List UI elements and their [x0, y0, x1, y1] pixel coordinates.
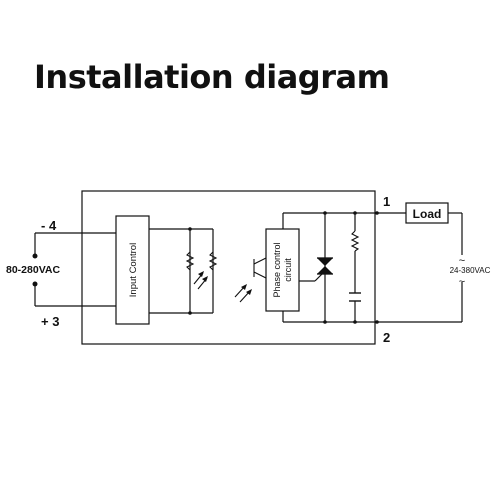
opto-resistor-2-icon [208, 251, 218, 271]
terminal-plus-post [32, 281, 38, 287]
phase-control-label-line1: Phase control [272, 242, 282, 297]
phototransistor-collector [253, 257, 267, 265]
junction-dot [323, 211, 327, 215]
ac-tilde-top: ~ [459, 255, 465, 267]
phototransistor-emitter [253, 271, 267, 279]
ac-tilde-bottom: ~ [459, 276, 465, 288]
load-label: Load [413, 207, 442, 221]
opto-arrow-1-head [198, 271, 204, 277]
output-voltage-label: 24-380VAC [450, 266, 491, 275]
junction-dot [188, 311, 192, 315]
junction-dot [375, 320, 379, 324]
phase-control-label-line2: circuit [283, 258, 293, 282]
input-control-label: Input Control [128, 243, 139, 297]
triac-icon [317, 257, 333, 275]
snubber-resistor-icon [350, 230, 360, 252]
junction-dot [188, 227, 192, 231]
input-control-block [115, 215, 150, 325]
opto-resistor-1-icon [185, 251, 195, 271]
terminal-1-label: 1 [383, 194, 390, 209]
junction-dot [353, 320, 357, 324]
photo-arrow-1-head [241, 284, 247, 290]
relay-housing [81, 190, 376, 345]
terminal-minus-post [32, 253, 38, 259]
junction-dot [323, 320, 327, 324]
terminal-2-label: 2 [383, 330, 390, 345]
opto-arrow-2-head [202, 276, 208, 282]
junction-dot [375, 211, 379, 215]
input-voltage-label: 80-280VAC [6, 264, 61, 276]
diagram-title: Installation diagram [34, 58, 390, 96]
terminal-minus-label: - 4 [41, 218, 57, 233]
terminal-plus-label: + 3 [41, 314, 59, 329]
junction-dot [353, 211, 357, 215]
photo-arrow-2-head [246, 289, 252, 295]
